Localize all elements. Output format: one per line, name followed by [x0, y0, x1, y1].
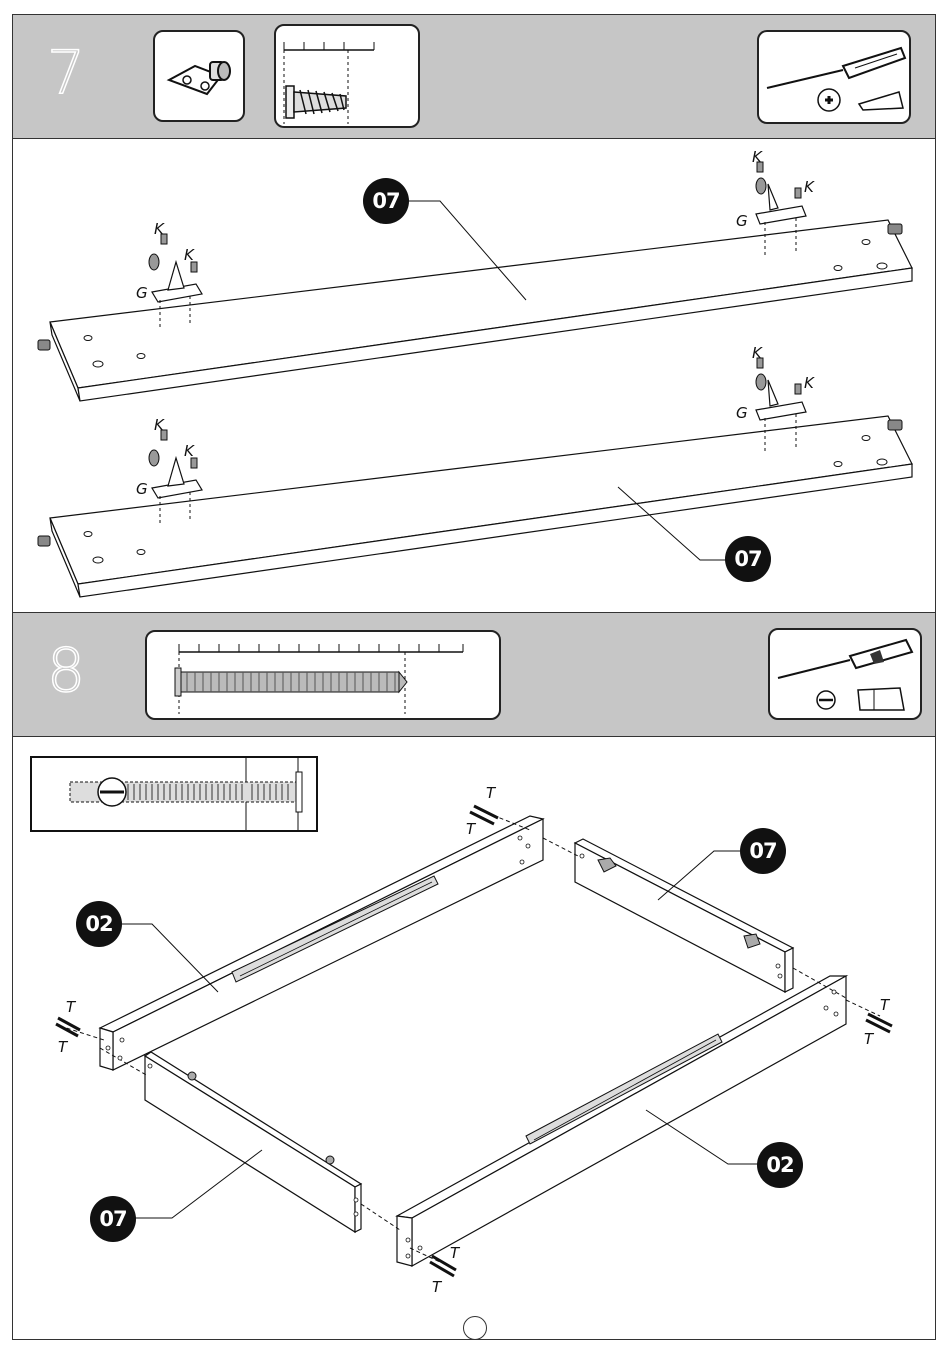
part-badge-02-bottom-right: 02: [757, 1142, 803, 1188]
part-badge-07-top-right: 07: [740, 828, 786, 874]
part-badge-07-bottom-left: 07: [90, 1196, 136, 1242]
label-t: T: [58, 1038, 67, 1056]
label-t: T: [432, 1278, 441, 1296]
label-t: T: [864, 1030, 873, 1048]
label-t: T: [466, 820, 475, 838]
label-t: T: [66, 998, 75, 1016]
page-number-circle: [463, 1316, 487, 1340]
label-t: T: [880, 996, 889, 1014]
part-badge-02-top-left: 02: [76, 901, 122, 947]
label-t: T: [450, 1244, 459, 1262]
label-t: T: [486, 784, 495, 802]
